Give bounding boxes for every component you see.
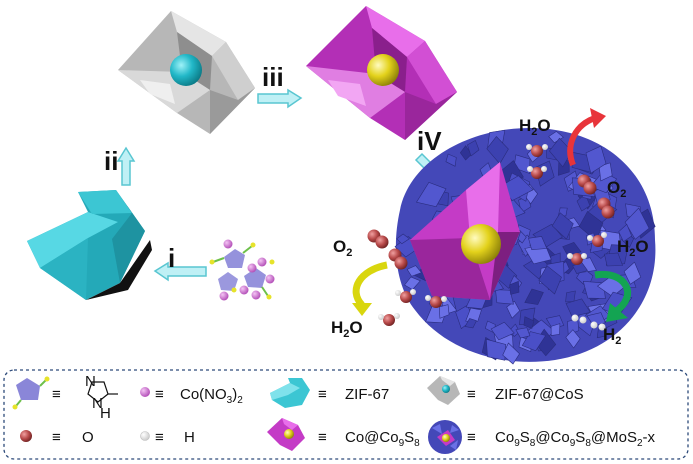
label-h2o-top: H2O: [519, 116, 551, 138]
mos2-flake: [404, 276, 421, 290]
mos2-flake: [551, 212, 574, 240]
imidazole-nh: N: [92, 395, 103, 412]
arrow-step-iii: [257, 88, 303, 109]
arrow-step-i: [153, 261, 207, 282]
co-co9s8-cube: [306, 6, 457, 140]
legend-hydrogen-icon: [140, 431, 150, 441]
mos2-flake: [565, 290, 576, 303]
mos2-flake: [486, 136, 509, 165]
legend-equiv: ≡: [318, 429, 327, 446]
legend-equiv: ≡: [155, 386, 164, 403]
legend-oxygen-icon: [20, 430, 32, 442]
legend-zif67-icon: [270, 378, 310, 408]
legend-equiv: ≡: [155, 429, 164, 446]
mos2-flake: [578, 210, 604, 242]
legend-co-nitrate: Co(NO3)2: [180, 386, 243, 406]
mos2-flake: [623, 261, 642, 285]
legend-co-nitrate-icon: [140, 387, 150, 397]
legend-linker-icon: [12, 376, 50, 410]
oxygen-molecule: [597, 197, 615, 219]
mos2-flake: [565, 329, 581, 349]
legend-box: [3, 369, 689, 460]
legend-imidazole-structure: [87, 381, 118, 403]
mos2-flake: [596, 326, 607, 339]
mos2-flake: [509, 280, 520, 295]
mos2-flake: [524, 288, 544, 305]
red-arrow: [567, 108, 606, 167]
mos2-flake: [585, 145, 607, 174]
cyan-sphere: [170, 54, 202, 86]
mos2-flake: [550, 323, 561, 336]
mos2-flake: [565, 298, 591, 318]
precursor-mixture: [209, 239, 275, 301]
step-label-i: i: [168, 243, 175, 273]
mos2-flake: [572, 262, 588, 274]
legend-equiv: ≡: [318, 386, 327, 403]
composite-core-sphere: [461, 224, 501, 264]
legend-hydrogen: H: [184, 429, 195, 446]
water-molecule: [526, 144, 548, 157]
imidazole-n: N: [85, 373, 96, 390]
legend-zif67: ZIF-67: [345, 386, 389, 403]
mos2-flake: [538, 265, 562, 295]
mos2-flake: [485, 338, 507, 361]
step-label-iii: iii: [262, 62, 284, 92]
water-molecule: [378, 313, 400, 326]
mos2-flake: [502, 342, 520, 365]
yellow-sphere: [367, 54, 399, 86]
label-h2o-bottom: H2O: [331, 318, 363, 340]
oxygen-molecule: [388, 248, 408, 270]
mos2-flake: [396, 233, 410, 245]
green-arrow: [594, 270, 631, 322]
oxygen-molecule: [367, 229, 389, 249]
mos2-flake: [589, 171, 618, 194]
mos2-flake: [523, 316, 535, 329]
mos2-flake: [515, 327, 531, 339]
label-h2o-right: H2O: [617, 237, 649, 259]
arrow-step-ii: [116, 146, 136, 186]
mos2-flake: [467, 139, 480, 157]
legend-oxygen: O: [82, 429, 94, 446]
mos2-flake: [528, 236, 548, 251]
mos2-flake: [445, 153, 457, 167]
label-o2-left: O2: [333, 237, 352, 259]
water-molecule: [587, 232, 607, 247]
molecules: [367, 144, 615, 331]
imidazole-h: H: [100, 405, 111, 422]
label-h2-out: H2: [603, 325, 621, 347]
water-molecule: [425, 295, 447, 308]
water-molecule: [395, 289, 416, 303]
legend-equiv: ≡: [467, 386, 476, 403]
mos2-flake: [618, 223, 633, 243]
oxygen-molecule: [577, 174, 597, 195]
mos2-flake: [416, 182, 447, 208]
yellow-arrow: [352, 261, 388, 316]
legend-zif67-cos-icon: [427, 376, 460, 405]
mos2-flake: [598, 162, 613, 182]
mos2-flake: [438, 304, 450, 319]
step-label-ii: ii: [104, 146, 118, 176]
mos2-flake: [624, 207, 650, 240]
legend-zif67-cos: ZIF-67@CoS: [495, 386, 584, 403]
mos2-flake: [490, 321, 515, 341]
water-molecule: [527, 166, 547, 179]
mos2-flake: [406, 265, 422, 277]
mos2-flake: [506, 300, 521, 319]
legend-equiv: ≡: [467, 429, 476, 446]
mos2-flake: [604, 252, 624, 267]
water-molecule: [567, 253, 587, 265]
legend-equiv: ≡: [52, 429, 61, 446]
zif67-polyhedron: [27, 190, 152, 300]
legend-co-co9s8-icon: [267, 418, 305, 451]
zif67-cos-cube: [118, 11, 255, 134]
legend-co-co9s8: Co@Co9S8: [345, 429, 420, 449]
legend-composite: Co9S8@Co9S8@MoS2-x: [495, 429, 656, 449]
step-label-iv: iV: [417, 126, 442, 156]
legend-composite-icon: [428, 420, 462, 454]
mos2-flake: [464, 318, 477, 329]
legend-equiv: ≡: [52, 386, 61, 403]
label-o2-right: O2: [607, 178, 626, 200]
